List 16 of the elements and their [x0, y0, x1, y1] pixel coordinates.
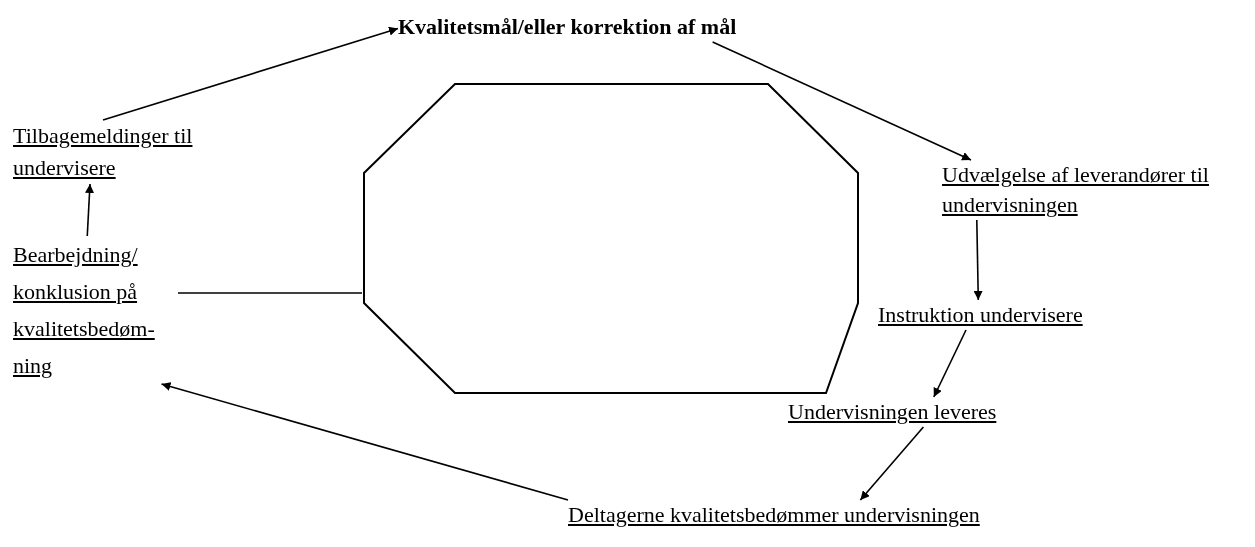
arrow	[711, 41, 972, 161]
arrow	[973, 219, 983, 301]
step-text: Tilbagemeldinger til undervisere	[13, 120, 213, 184]
arrow	[933, 329, 967, 398]
arrow	[102, 26, 399, 121]
step-text: Udvælgelse af leverandører til undervisningen	[942, 160, 1232, 220]
step-text: Undervisningen leveres	[788, 397, 997, 427]
arrow	[859, 426, 925, 501]
step-text: Deltagerne kvalitetsbedømmer undervisningen	[568, 500, 980, 530]
octagon-shape	[362, 82, 860, 395]
connector-line	[177, 292, 363, 294]
step-text: Instruktion undervisere	[878, 300, 1083, 330]
arrow	[160, 382, 569, 501]
arrow	[85, 183, 94, 237]
heading-text: Kvalitetsmål/eller korrektion af mål	[398, 12, 737, 42]
step-text: Bearbejdning/ konklusion på kvalitetsbedøm- ning	[13, 236, 178, 384]
